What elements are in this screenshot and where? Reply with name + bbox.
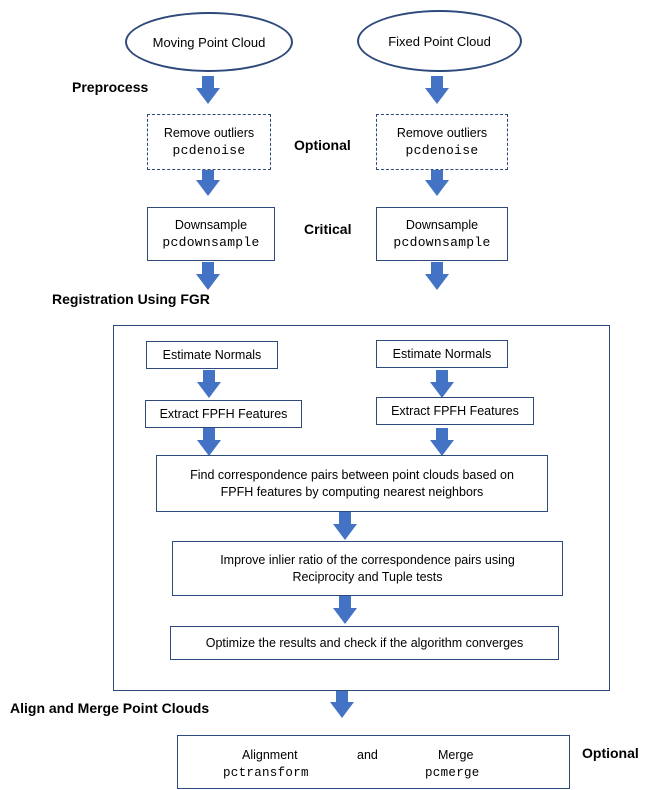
stage-optional-final: Optional [582,745,639,761]
arrow-down-icon [330,690,354,718]
extract-fpfh-label: Extract FPFH Features [159,406,288,421]
downsample-moving: Downsample pcdownsample [147,207,275,261]
pcdenoise-function: pcdenoise [172,143,246,158]
downsample-fixed: Downsample pcdownsample [376,207,508,261]
stage-critical: Critical [304,221,352,237]
find-pairs-line-2: FPFH features by computing nearest neigh… [220,484,484,499]
fixed-point-cloud-label: Fixed Point Cloud [388,33,491,49]
remove-outliers-label: Remove outliers [163,126,255,140]
stage-registration: Registration Using FGR [52,291,210,307]
estimate-normals-label: Estimate Normals [392,346,492,361]
stage-align-merge: Align and Merge Point Clouds [10,700,210,716]
estimate-normals-label: Estimate Normals [162,347,262,362]
fgr-frame [113,325,610,691]
align-merge-box [177,735,570,789]
extract-fpfh-label: Extract FPFH Features [391,403,519,418]
downsample-label: Downsample [405,218,479,232]
arrow-down-icon [425,76,449,104]
merge-label: Merge [438,748,474,762]
optimize-label: Optimize the results and check if the al… [205,635,524,650]
pcdownsample-function: pcdownsample [162,235,260,250]
stage-optional: Optional [294,137,351,153]
estimate-normals-fixed: Estimate Normals [376,340,508,368]
improve-line-1: Improve inlier ratio of the corresponden… [220,552,515,567]
downsample-label: Downsample [174,218,248,232]
pcdownsample-function: pcdownsample [393,235,491,250]
arrow-down-icon [425,262,449,290]
moving-point-cloud-node: Moving Point Cloud [125,12,293,72]
find-correspondence-box: Find correspondence pairs between point … [156,455,548,512]
arrow-down-icon [196,76,220,104]
arrow-down-icon [196,168,220,196]
improve-inlier-box: Improve inlier ratio of the corresponden… [172,541,563,596]
find-pairs-line-1: Find correspondence pairs between point … [190,467,514,482]
and-label: and [357,748,378,762]
remove-outliers-fixed: Remove outliers pcdenoise [376,114,508,170]
moving-point-cloud-label: Moving Point Cloud [152,34,266,50]
pcdenoise-function: pcdenoise [405,143,479,158]
arrow-down-icon [425,168,449,196]
pctransform-function: pctransform [223,766,309,780]
extract-fpfh-moving: Extract FPFH Features [145,400,302,428]
estimate-normals-moving: Estimate Normals [146,341,278,369]
arrow-down-icon [196,262,220,290]
improve-line-2: Reciprocity and Tuple tests [292,569,443,584]
remove-outliers-moving: Remove outliers pcdenoise [147,114,271,170]
remove-outliers-label: Remove outliers [396,126,488,140]
fixed-point-cloud-node: Fixed Point Cloud [357,10,522,72]
pcmerge-function: pcmerge [425,766,480,780]
stage-preprocess: Preprocess [72,79,149,95]
optimize-box: Optimize the results and check if the al… [170,626,559,660]
extract-fpfh-fixed: Extract FPFH Features [376,397,534,425]
alignment-label: Alignment [242,748,298,762]
